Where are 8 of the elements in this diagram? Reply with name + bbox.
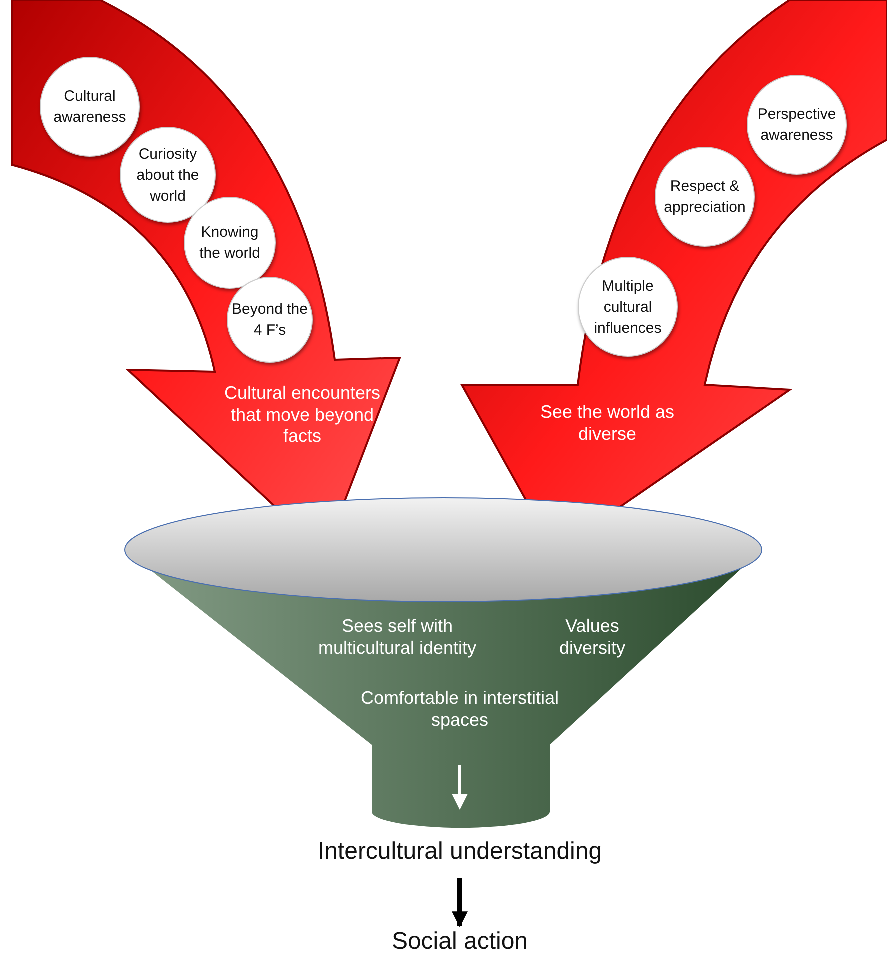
outcome-text: Intercultural understanding: [240, 838, 680, 876]
arrow: [452, 878, 468, 928]
funnel-text: Values diversity: [558, 616, 626, 660]
arrow-label: Cultural encounters that move beyond facts: [223, 383, 382, 448]
funnel-text: Sees self with multicultural identity: [317, 616, 478, 660]
arrow-label: See the world as diverse: [539, 402, 676, 446]
funnel-text: Comfortable in interstitial spaces: [360, 688, 560, 732]
outcome-text: Social action: [300, 928, 620, 961]
